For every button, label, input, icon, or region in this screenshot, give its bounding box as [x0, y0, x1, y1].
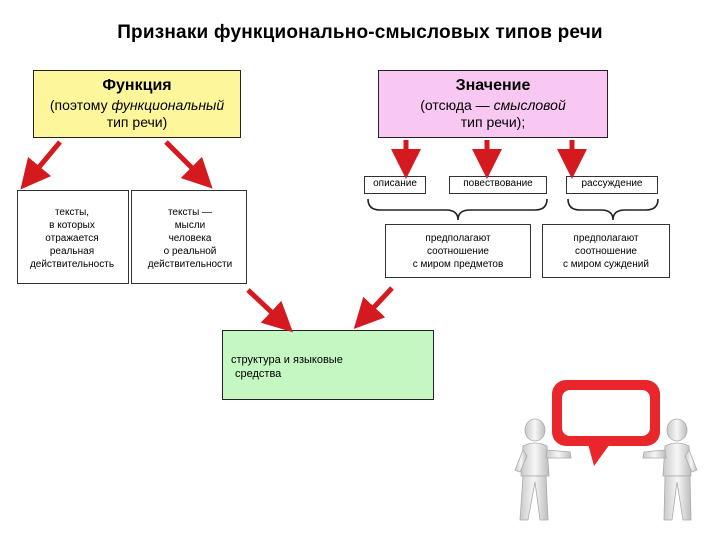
arrow-function-right — [166, 142, 202, 178]
arrow-to-result-left — [248, 290, 282, 322]
arrow-function-left — [30, 142, 60, 178]
brace-left — [368, 199, 547, 220]
arrow-to-result-right — [364, 288, 392, 318]
brace-right — [568, 199, 658, 220]
